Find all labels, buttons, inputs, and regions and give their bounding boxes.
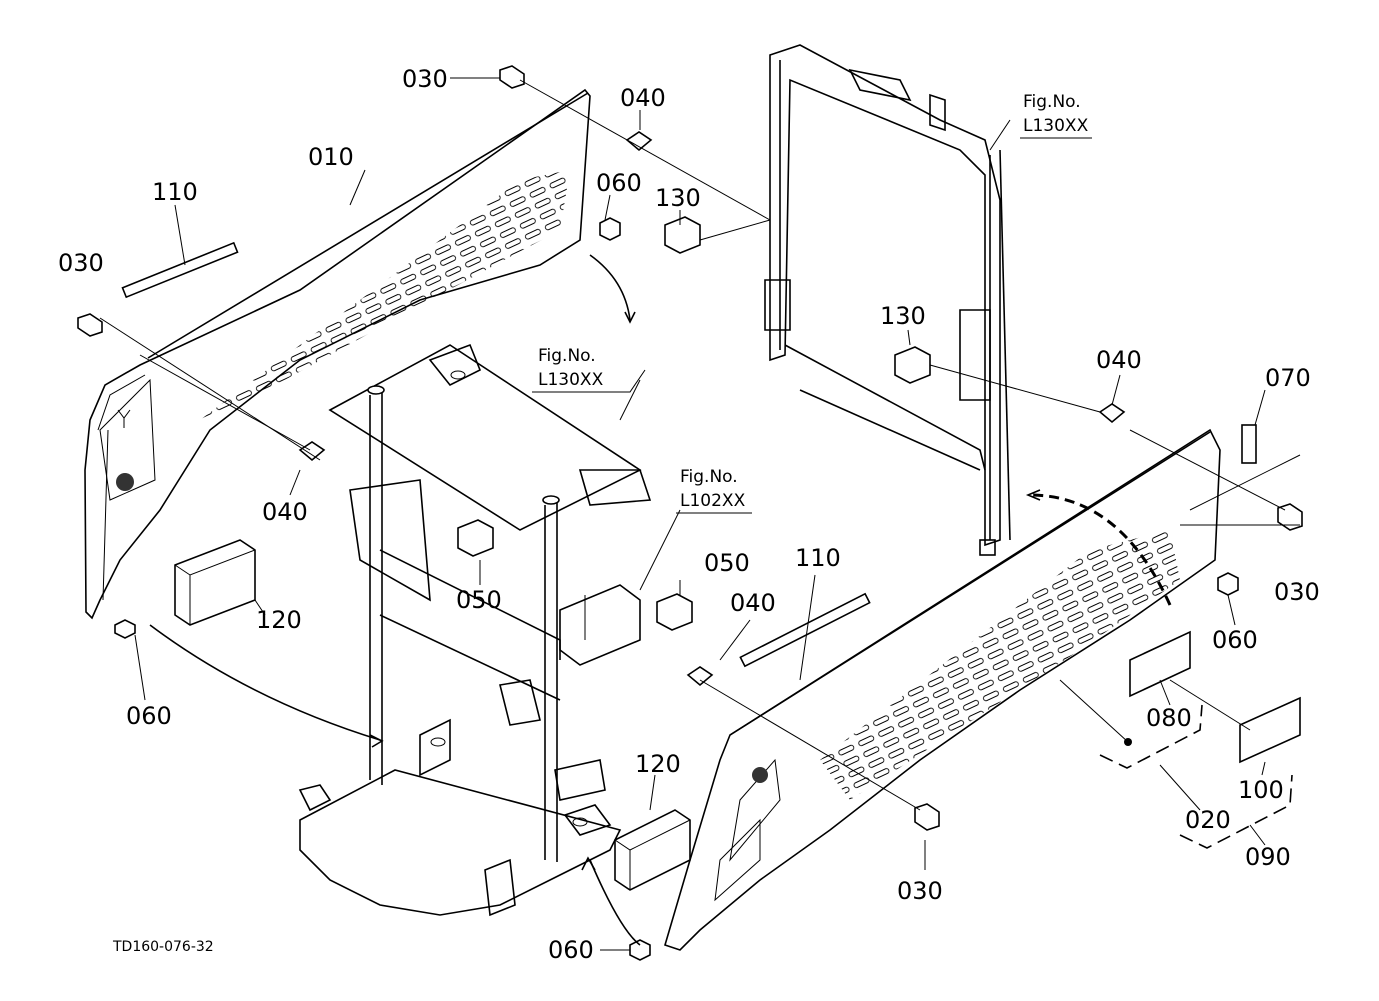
label-080 bbox=[1129, 630, 1191, 698]
frame-assembly bbox=[298, 343, 652, 917]
figure-ref-l130xx-top: Fig.No. L130XX bbox=[1020, 92, 1092, 139]
part-070 bbox=[1241, 424, 1257, 464]
label-090: 090 bbox=[1245, 843, 1291, 871]
label-130-b: 130 bbox=[880, 302, 926, 330]
label-120-a: 120 bbox=[256, 606, 302, 634]
figure-ref-l102xx: Fig.No. L102XX bbox=[676, 467, 752, 514]
pin-060a bbox=[114, 619, 136, 639]
label-100: 100 bbox=[1238, 776, 1284, 804]
pin-060c bbox=[1217, 572, 1239, 596]
label-060-c: 060 bbox=[1212, 626, 1258, 654]
figure-ref-number: L102XX bbox=[680, 491, 746, 511]
washer-040d bbox=[686, 666, 714, 687]
label-040-c: 040 bbox=[262, 498, 308, 526]
label-020: 020 bbox=[1185, 806, 1231, 834]
clip-050a bbox=[457, 519, 494, 557]
label-040-b: 040 bbox=[1096, 346, 1142, 374]
figure-ref-number: L130XX bbox=[1023, 116, 1089, 136]
washer-040b bbox=[625, 131, 653, 152]
clip-130a bbox=[664, 216, 701, 254]
label-030-b: 030 bbox=[58, 249, 104, 277]
label-060-b: 060 bbox=[126, 702, 172, 730]
side-panel-right-020 bbox=[664, 428, 1221, 951]
rops-frame bbox=[764, 44, 1011, 556]
label-010: 010 bbox=[308, 143, 354, 171]
assembly-arrows bbox=[149, 254, 1172, 946]
side-panel-left-010 bbox=[84, 88, 591, 620]
figure-ref-title: Fig.No. bbox=[538, 346, 596, 366]
knob-030d bbox=[914, 803, 940, 831]
label-080: 080 bbox=[1146, 704, 1192, 732]
label-030-a: 030 bbox=[402, 65, 448, 93]
parts-small bbox=[77, 65, 1303, 961]
part-labels: 030 040 010 110 030 060 130 130 040 070 … bbox=[58, 65, 1320, 964]
label-030-d: 030 bbox=[897, 877, 943, 905]
washer-040a bbox=[298, 441, 326, 462]
washer-040c bbox=[1098, 403, 1126, 424]
seal-110-right bbox=[739, 592, 871, 668]
knob-030a bbox=[499, 65, 525, 89]
pin-060d bbox=[629, 939, 651, 961]
pad-120-left bbox=[174, 539, 256, 626]
figure-ref-title: Fig.No. bbox=[680, 467, 738, 487]
seal-110-left bbox=[121, 241, 239, 299]
figure-ref-number: L130XX bbox=[538, 370, 604, 390]
label-040-d: 040 bbox=[730, 589, 776, 617]
knob-030b bbox=[77, 313, 103, 337]
knob-030c bbox=[1277, 503, 1303, 531]
label-040-a: 040 bbox=[620, 84, 666, 112]
label-110-b: 110 bbox=[795, 544, 841, 572]
pad-120-right bbox=[614, 809, 691, 891]
label-120-b: 120 bbox=[635, 750, 681, 778]
figure-ref-title: Fig.No. bbox=[1023, 92, 1081, 112]
label-030-c: 030 bbox=[1274, 578, 1320, 606]
label-060-d: 060 bbox=[548, 936, 594, 964]
label-060-a: 060 bbox=[596, 169, 642, 197]
label-130-a: 130 bbox=[655, 184, 701, 212]
clip-130b bbox=[894, 346, 931, 384]
label-110-a: 110 bbox=[152, 178, 198, 206]
drawing-code: TD160-076-32 bbox=[112, 939, 214, 955]
assembly-brackets bbox=[1099, 704, 1293, 849]
label-050-b: 050 bbox=[704, 549, 750, 577]
label-070: 070 bbox=[1265, 364, 1311, 392]
label-100 bbox=[1239, 696, 1301, 764]
label-050-a: 050 bbox=[456, 586, 502, 614]
pin-060b bbox=[599, 217, 621, 241]
leader-lines bbox=[99, 77, 1301, 951]
clip-050b bbox=[656, 593, 693, 631]
figure-ref-l130xx-mid: Fig.No. L130XX bbox=[532, 346, 646, 393]
